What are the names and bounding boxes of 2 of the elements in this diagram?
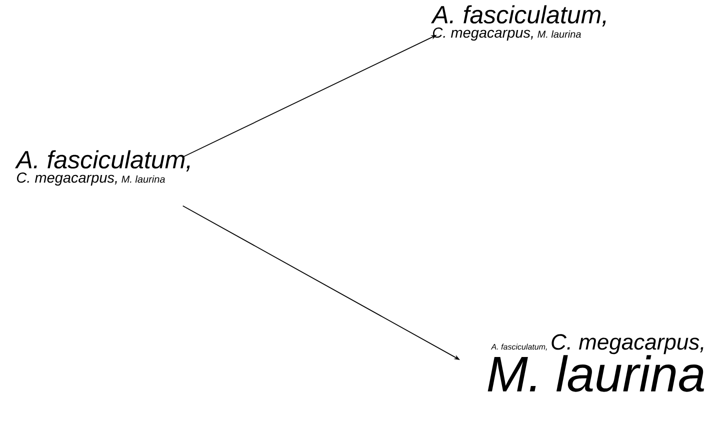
species-label: A. fasciculatum, C. megacarpus, M. laurina xyxy=(488,334,704,392)
species-label: A. fasciculatum, C. megacarpus, M. laurina xyxy=(14,150,190,186)
